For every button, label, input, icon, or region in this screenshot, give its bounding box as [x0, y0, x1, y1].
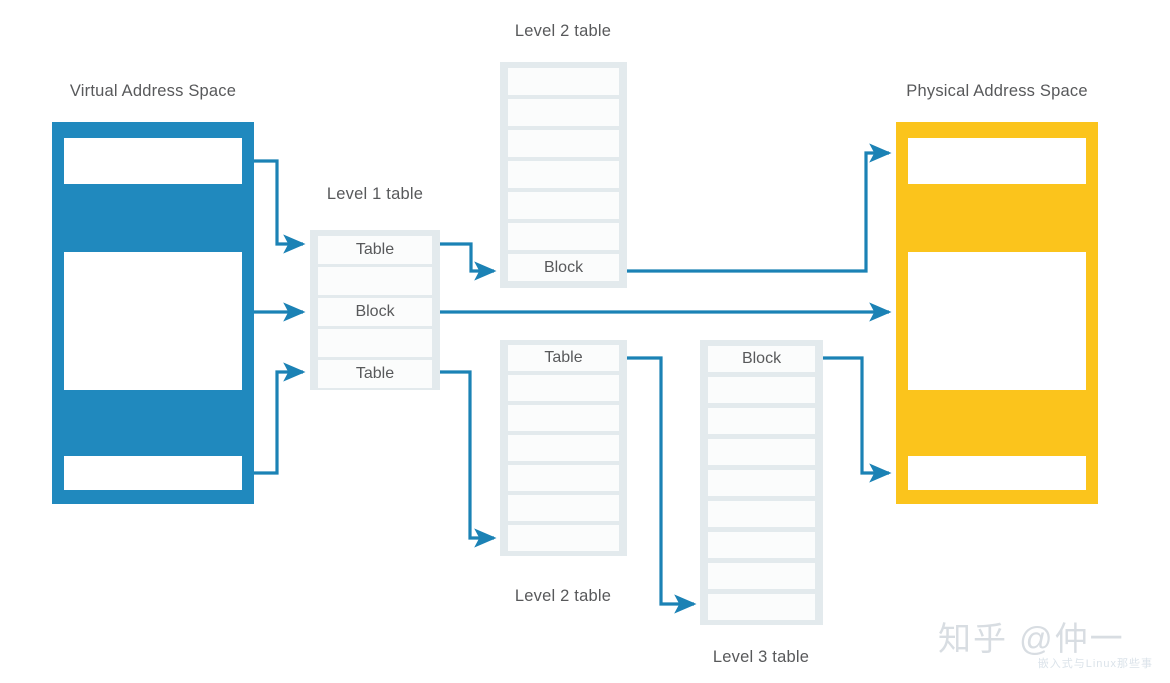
virtual-slot-1	[64, 138, 242, 184]
watermark-main-text: 知乎 @仲一	[938, 620, 1125, 657]
physical-slot-3	[908, 456, 1086, 490]
level-2-table-top: Block	[500, 62, 627, 288]
virtual-address-space-box	[52, 122, 254, 504]
virtual-slot-3	[64, 456, 242, 490]
connector-vas1-to-l1-table	[254, 159, 306, 254]
level-2-bottom-row-7[interactable]	[508, 525, 619, 551]
level-2-top-row-2[interactable]	[508, 99, 619, 126]
level-3-row-1-label: Block	[741, 350, 782, 367]
level-2-bottom-row-6[interactable]	[508, 495, 619, 521]
level-1-row-3[interactable]: Block	[318, 298, 432, 326]
level-3-row-1[interactable]: Block	[708, 346, 815, 372]
connector-l1-table2-to-l2-bottom	[440, 370, 497, 548]
level-2-top-row-6[interactable]	[508, 223, 619, 250]
level-3-row-5[interactable]	[708, 470, 815, 496]
level-3-row-8[interactable]	[708, 563, 815, 589]
level-1-row-1[interactable]: Table	[318, 236, 432, 264]
connector-l2-table-to-l3	[627, 356, 697, 614]
level-3-row-9[interactable]	[708, 594, 815, 620]
connector-l1-table-to-l2-top	[440, 242, 497, 281]
level-2-top-row-3[interactable]	[508, 130, 619, 157]
level-3-table-label: Level 3 table	[712, 648, 810, 666]
level-2-table-bottom-label: Level 2 table	[514, 587, 612, 605]
physical-address-space-box	[896, 122, 1098, 504]
level-2-bottom-row-1[interactable]: Table	[508, 345, 619, 371]
level-1-row-1-label: Table	[355, 241, 395, 258]
level-3-row-2[interactable]	[708, 377, 815, 403]
level-1-table: Table Block Table	[310, 230, 440, 390]
level-2-top-row-5[interactable]	[508, 192, 619, 219]
level-1-row-3-label: Block	[355, 303, 395, 320]
level-3-table: Block	[700, 340, 823, 625]
level-1-row-5-label: Table	[355, 365, 395, 382]
level-2-table-top-label: Level 2 table	[514, 22, 612, 40]
level-1-row-4[interactable]	[318, 329, 432, 357]
level-2-top-row-7[interactable]: Block	[508, 254, 619, 281]
level-3-row-3[interactable]	[708, 408, 815, 434]
level-1-table-label: Level 1 table	[326, 185, 424, 203]
level-3-row-7[interactable]	[708, 532, 815, 558]
physical-slot-2	[908, 252, 1086, 390]
level-1-row-5[interactable]: Table	[318, 360, 432, 388]
connector-vas3-to-l1-table2	[254, 362, 306, 475]
level-2-top-row-1[interactable]	[508, 68, 619, 95]
watermark: 知乎 @仲一 嵌入式与Linux那些事	[938, 622, 1153, 670]
virtual-address-space-title: Virtual Address Space	[69, 82, 237, 100]
level-1-row-2[interactable]	[318, 267, 432, 295]
level-2-bottom-row-4[interactable]	[508, 435, 619, 461]
level-2-bottom-row-5[interactable]	[508, 465, 619, 491]
connector-l2-block-to-physical1	[627, 143, 892, 273]
level-2-top-row-7-label: Block	[543, 258, 584, 276]
level-2-bottom-row-1-label: Table	[544, 349, 583, 366]
connector-l3-block-to-physical3	[823, 356, 892, 483]
physical-address-space-title: Physical Address Space	[906, 82, 1088, 100]
level-3-row-6[interactable]	[708, 501, 815, 527]
watermark-sub-text: 嵌入式与Linux那些事	[1037, 658, 1153, 670]
level-3-row-4[interactable]	[708, 439, 815, 465]
level-2-top-row-4[interactable]	[508, 161, 619, 188]
level-2-table-bottom: Table	[500, 340, 627, 556]
physical-slot-1	[908, 138, 1086, 184]
level-2-bottom-row-3[interactable]	[508, 405, 619, 431]
virtual-slot-2	[64, 252, 242, 390]
level-2-bottom-row-2[interactable]	[508, 375, 619, 401]
